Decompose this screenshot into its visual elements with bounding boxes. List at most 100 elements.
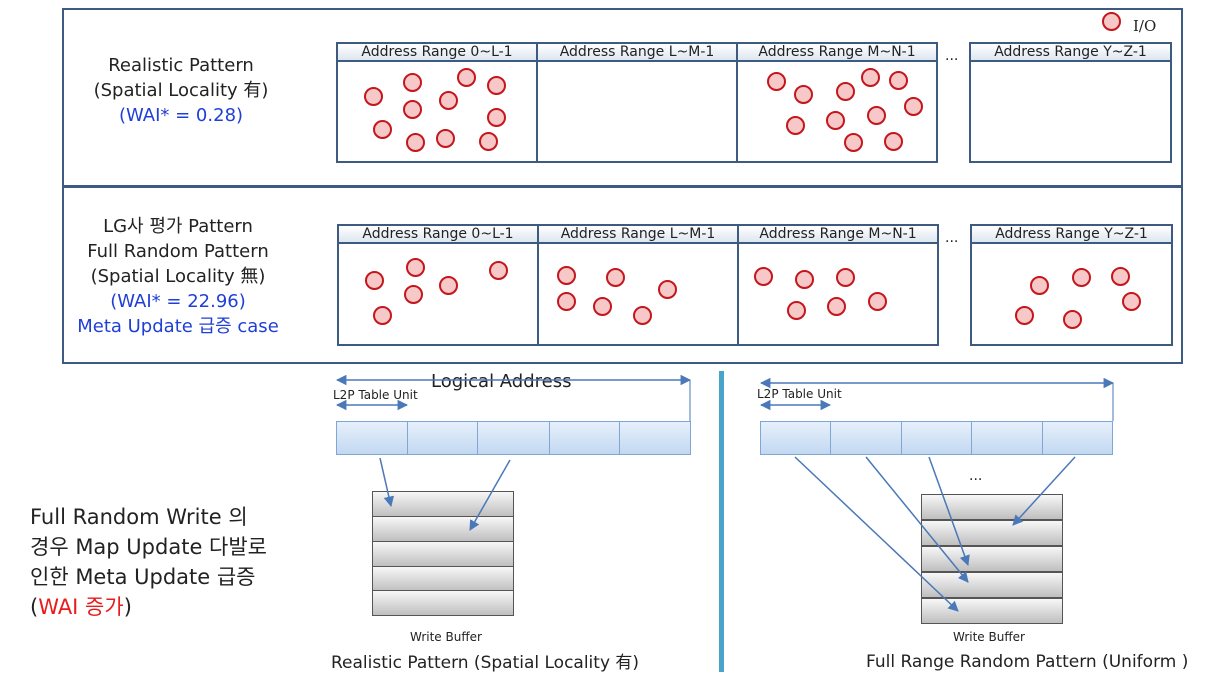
l2p-cell [549,421,620,455]
buffer-slot [921,546,1063,572]
range-header: Address Range M~N-1 [739,226,937,244]
io-dot [364,87,383,106]
io-dot [593,297,612,316]
io-dot [457,68,476,87]
l2p-cell [336,421,408,455]
io-dot [786,116,805,135]
io-dot [827,297,846,316]
mapping-arrow [794,456,959,612]
io-dot [844,133,863,152]
io-dot [633,306,652,325]
io-dot [836,268,855,287]
io-dot [373,120,392,139]
l2p-cell [971,421,1043,455]
io-dot [1111,267,1130,286]
note-line-1: Full Random Write 의 [30,505,248,529]
l2p-cell [477,421,550,455]
left-write-buffer-label: Write Buffer [410,630,482,644]
io-legend-label: I/O [1133,17,1157,35]
io-dot [658,280,677,299]
row2-range-1: Address Range L~M-1 [537,224,739,346]
io-dot [884,132,903,151]
io-dot [867,106,886,125]
row2-ellipsis: ... [945,230,959,246]
right-l2p-unit-label: L2P Table Unit [757,387,842,401]
io-dot [487,76,506,95]
row1-title: Realistic Pattern [108,55,254,76]
row1-wai: (WAI* = 0.28) [118,105,244,126]
io-dot [439,276,458,295]
row2-title: LG사 평가 Pattern [103,216,253,237]
mapping-arrow [928,456,970,566]
diagram-divider [719,371,724,672]
left-write-buffer [372,491,514,616]
io-dot [489,261,508,280]
io-dot [439,91,458,110]
note-wai-increase: WAI 증가 [38,595,124,619]
buffer-slot [372,516,514,542]
wai-note: Full Random Write 의 경우 Map Update 다발로 인한… [30,502,267,622]
io-dot [403,100,422,119]
note-line-2: 경우 Map Update 다발로 [30,535,267,559]
right-write-buffer [921,494,1063,626]
io-dot [403,73,422,92]
range-header: Address Range Y~Z-1 [972,226,1171,244]
range-header: Address Range 0~L-1 [338,44,536,62]
l2p-cell [830,421,902,455]
row2-range-2: Address Range M~N-1 [737,224,939,346]
io-dot [904,97,923,116]
io-dot [1072,268,1091,287]
l2p-cell [619,421,691,455]
io-dot [606,268,625,287]
right-ellipsis: ... [969,468,983,484]
row1-ellipsis: ... [945,48,959,64]
mapping-arrow [865,456,969,583]
note-paren-open: ( [30,595,39,619]
l2p-cell [1042,421,1113,455]
row2-subtitle: Full Random Pattern [87,241,269,262]
io-dot [754,267,773,286]
io-dot [436,129,455,148]
l2p-cell [407,421,478,455]
io-dot [1015,306,1034,325]
io-dot [826,111,845,130]
right-caption: Full Range Random Pattern (Uniform ) [866,652,1189,672]
range-header: Address Range L~M-1 [538,44,736,62]
row1-range-3: Address Range Y~Z-1 [969,42,1172,163]
io-dot [406,258,425,277]
row-separator [62,185,1183,188]
io-dot [404,285,423,304]
buffer-slot [921,494,1063,520]
buffer-slot [921,598,1063,624]
io-dot [889,71,908,90]
io-dot [1122,292,1141,311]
io-dot [795,270,814,289]
range-header: Address Range 0~L-1 [339,226,537,244]
right-write-buffer-label: Write Buffer [953,630,1025,644]
io-dot [767,72,786,91]
buffer-slot [372,491,514,517]
mapping-arrow [469,459,511,531]
full-random-pattern-label: LG사 평가 Pattern Full Random Pattern (Spat… [62,214,294,339]
io-dot [1063,310,1082,329]
io-dot [479,132,498,151]
buffer-slot [921,572,1063,598]
note-line-3: 인한 Meta Update 급증 [30,565,256,589]
range-header: Address Range Y~Z-1 [971,44,1170,62]
io-dot [373,306,392,325]
io-dot [557,292,576,311]
range-header: Address Range M~N-1 [738,44,936,62]
io-dot [487,108,506,127]
io-dot [406,133,425,152]
row2-wai: (WAI* = 22.96) [110,291,246,312]
io-dot [861,68,880,87]
io-dot [868,292,887,311]
io-dot [794,85,813,104]
io-dot [557,266,576,285]
io-dot [365,271,384,290]
buffer-slot [372,541,514,567]
left-caption: Realistic Pattern (Spatial Locality 有) [331,653,640,673]
buffer-slot [372,590,514,616]
row2-locality: (Spatial Locality 無) [90,266,266,287]
